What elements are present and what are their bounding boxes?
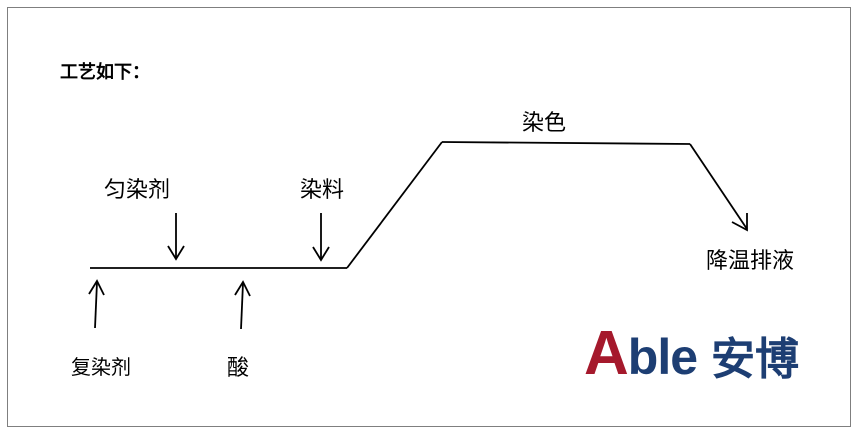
repair-agent-arrow-icon [88, 279, 105, 329]
logo-letter-a: A [584, 319, 629, 388]
leveling-agent-arrow-icon [167, 213, 185, 261]
slide-frame [7, 7, 851, 427]
label-dyeing: 染色 [522, 111, 567, 136]
heating-ramp-line [346, 141, 443, 269]
label-acid: 酸 [227, 356, 250, 381]
label-leveling-agent: 匀染剂 [104, 178, 171, 203]
label-dyestuff: 染料 [300, 178, 345, 203]
process-title: 工艺如下： [60, 62, 150, 83]
label-repair-agent: 复染剂 [71, 355, 131, 379]
cooling-arrow [689, 143, 748, 232]
logo-chinese-name: 安博 [711, 334, 800, 385]
logo-letters-ble: ble [627, 329, 698, 385]
acid-arrow-icon [234, 280, 251, 330]
dyeing-hold-line [441, 141, 691, 145]
dyestuff-arrow-icon [312, 213, 330, 262]
label-cooling-drain: 降温排液 [706, 249, 795, 274]
